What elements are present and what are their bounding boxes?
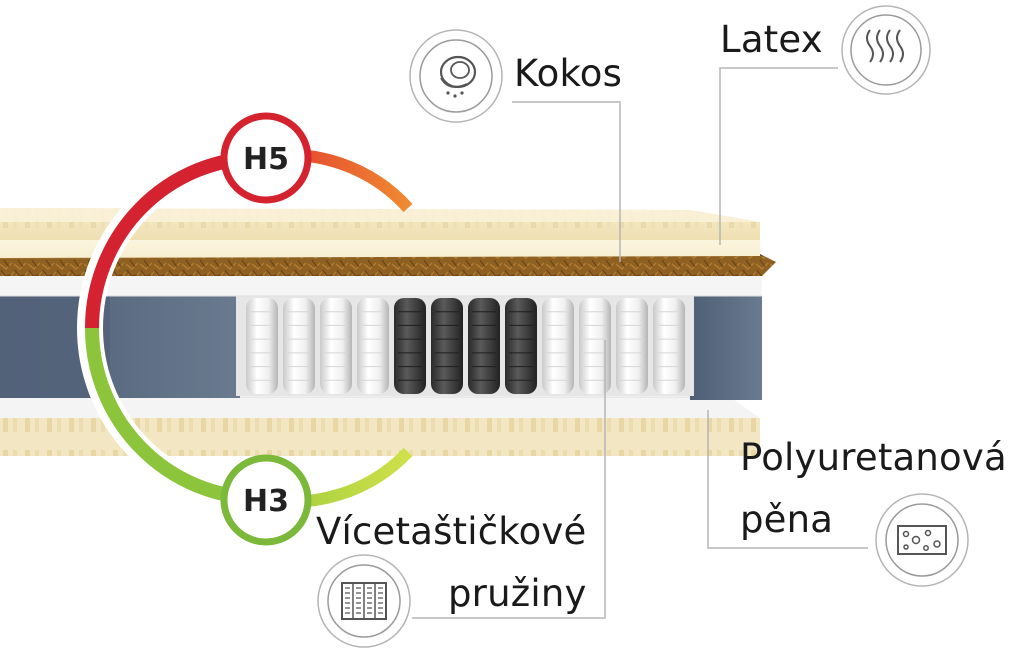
pocket-spring-dark [431,298,463,394]
pocket-spring-white [653,298,685,394]
h3-label: H3 [243,484,289,519]
h5-label: H5 [243,142,289,177]
firmness-badge-h3: H3 [220,454,312,546]
foam-bubbles-icon [875,493,969,587]
pocket-springs-icon [317,554,411,648]
pocket-spring-white [579,298,611,394]
pocket-spring-white [357,298,389,394]
foam-side-right [690,296,762,400]
pocket-spring-white [616,298,648,394]
top-latex-layer [0,208,760,258]
pocket-spring-dark [468,298,500,394]
polyurethane-label-line1: Polyuretanová [740,436,1007,479]
leader-kokos [512,101,621,262]
latex-label: Latex [720,18,823,61]
leader-lines [412,67,868,619]
upper-white-foam [0,274,762,297]
latex-waves-icon [841,5,931,95]
pocket-spring-white [320,298,352,394]
leader-polyurethane [707,410,868,549]
middle-core [0,296,762,400]
springs-label-line1: Vícetaštičkové [316,510,587,553]
kokos-label: Kokos [514,52,623,95]
polyurethane-label-line2: pěna [740,498,834,541]
pocket-spring-dark [505,298,537,394]
springs-label-line2: pružiny [448,572,587,615]
coconut-icon [409,29,503,123]
leader-springs [412,340,606,619]
leader-latex [719,67,838,245]
firmness-badge-h5: H5 [220,112,312,204]
pocket-springs [246,298,685,394]
pocket-spring-white [283,298,315,394]
pocket-spring-white [542,298,574,394]
pocket-spring-dark [394,298,426,394]
pocket-spring-white [246,298,278,394]
